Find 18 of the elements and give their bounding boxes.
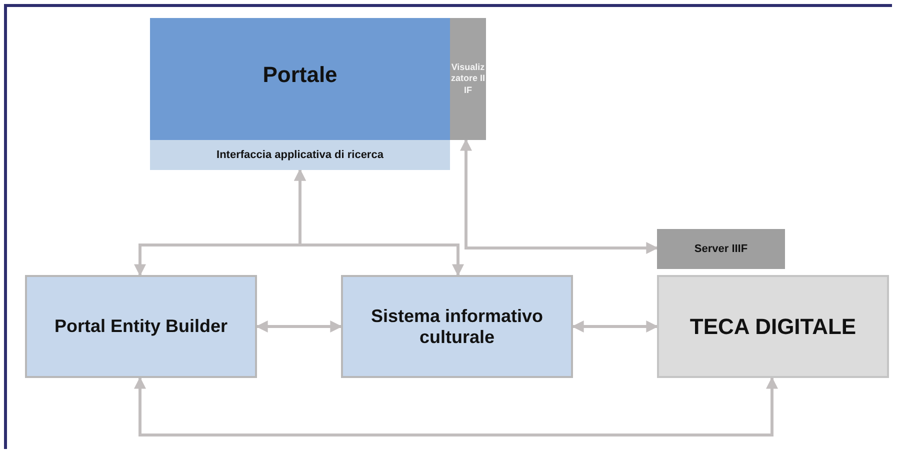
node-label: Visualizzatore IIIF bbox=[451, 62, 485, 96]
component-box bbox=[25, 275, 257, 378]
server-box bbox=[657, 229, 785, 269]
node-label: TECA DIGITALE bbox=[690, 314, 856, 340]
node-label: Server IIIF bbox=[694, 243, 748, 255]
interface-band bbox=[150, 140, 450, 170]
node-label: Portale bbox=[262, 62, 338, 88]
node-label: Portal Entity Builder bbox=[54, 316, 228, 337]
connector-arrow bbox=[572, 320, 658, 332]
component-box bbox=[341, 275, 573, 378]
node-label: Interfaccia applicativa di ricerca bbox=[216, 149, 384, 161]
viewer-box bbox=[450, 18, 486, 140]
portal-box bbox=[150, 18, 450, 170]
repository-box bbox=[657, 275, 889, 378]
connector-arrow bbox=[256, 320, 342, 332]
connector-arrow bbox=[134, 376, 778, 436]
node-label: Sistema informativo culturale bbox=[370, 306, 544, 348]
connector-arrow bbox=[460, 138, 658, 254]
